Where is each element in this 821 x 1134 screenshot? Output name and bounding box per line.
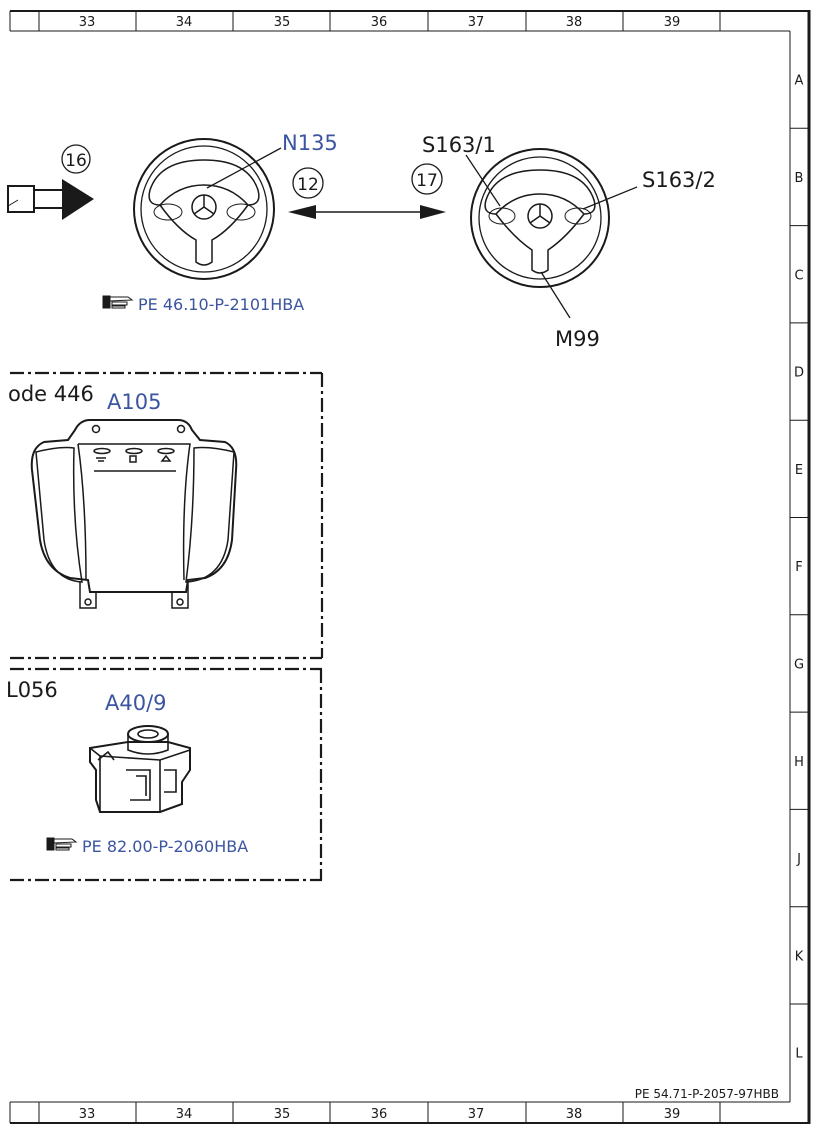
column-label-34: 34 xyxy=(176,15,193,30)
pointing-hand-icon xyxy=(102,295,134,309)
reference-a40-9[interactable]: PE 82.00-P-2060HBA xyxy=(46,837,248,856)
row-label-A: A xyxy=(795,74,804,89)
pointing-hand-icon xyxy=(46,837,78,851)
steering-wheel-n135-icon xyxy=(133,138,282,280)
component-s163-2-label: S163/2 xyxy=(642,168,716,192)
cable-connector-icon xyxy=(7,185,62,213)
column-label-36: 36 xyxy=(371,1107,388,1122)
column-header-bottom: 33 34 35 36 37 38 39 xyxy=(9,1102,721,1123)
callout-17: 17 xyxy=(411,163,443,195)
callout-16: 16 xyxy=(61,144,91,174)
steering-wheel-s163-icon xyxy=(465,148,638,319)
column-label-38: 38 xyxy=(566,1107,583,1122)
row-label-C: C xyxy=(794,268,803,283)
column-label-33: 33 xyxy=(79,15,96,30)
column-label-36: 36 xyxy=(371,15,388,30)
switch-box xyxy=(10,667,323,882)
column-label-35: 35 xyxy=(274,1107,291,1122)
component-a105-label: A105 xyxy=(107,390,161,414)
document-id: PE 54.71-P-2057-97HBB xyxy=(635,1087,779,1101)
component-s163-1-label: S163/1 xyxy=(422,133,496,157)
component-m99-label: M99 xyxy=(555,327,600,351)
column-label-39: 39 xyxy=(664,15,681,30)
row-label-J: J xyxy=(796,852,801,867)
reference-n135-link[interactable]: PE 46.10-P-2101HBA xyxy=(138,295,304,314)
column-label-33: 33 xyxy=(79,1107,96,1122)
callout-12: 12 xyxy=(292,167,324,199)
arrow-right-icon xyxy=(62,179,94,220)
row-label-B: B xyxy=(795,171,804,186)
reference-n135[interactable]: PE 46.10-P-2101HBA xyxy=(102,295,304,314)
row-label-G: G xyxy=(794,657,804,672)
overhead-code-label: ode 446 xyxy=(8,382,94,406)
column-label-35: 35 xyxy=(274,15,291,30)
double-arrow xyxy=(288,205,446,219)
row-label-E: E xyxy=(795,463,803,478)
row-label-H: H xyxy=(794,755,804,770)
row-label-F: F xyxy=(795,560,802,575)
component-a40-9-label: A40/9 xyxy=(105,691,167,715)
column-header-top: 33 34 35 36 37 38 39 xyxy=(9,11,721,31)
switch-code-label: L056 xyxy=(6,678,58,702)
row-label-D: D xyxy=(794,366,804,381)
column-label-38: 38 xyxy=(566,15,583,30)
overhead-panel-box xyxy=(10,371,324,660)
row-labels: A B C D E F G H J K L xyxy=(790,74,809,1062)
component-n135-label: N135 xyxy=(282,131,338,155)
callout-12-label: 12 xyxy=(297,175,319,195)
column-label-39: 39 xyxy=(664,1107,681,1122)
row-label-K: K xyxy=(795,949,804,964)
sheet-frame xyxy=(10,10,811,1124)
switch-module-icon xyxy=(89,725,191,813)
reference-a40-9-link[interactable]: PE 82.00-P-2060HBA xyxy=(82,837,248,856)
callout-16-label: 16 xyxy=(65,151,87,171)
callout-17-label: 17 xyxy=(416,171,438,191)
column-label-34: 34 xyxy=(176,1107,193,1122)
column-label-37: 37 xyxy=(468,15,485,30)
overhead-control-panel-icon xyxy=(30,419,238,609)
column-label-37: 37 xyxy=(468,1107,485,1122)
row-label-L: L xyxy=(795,1047,803,1062)
